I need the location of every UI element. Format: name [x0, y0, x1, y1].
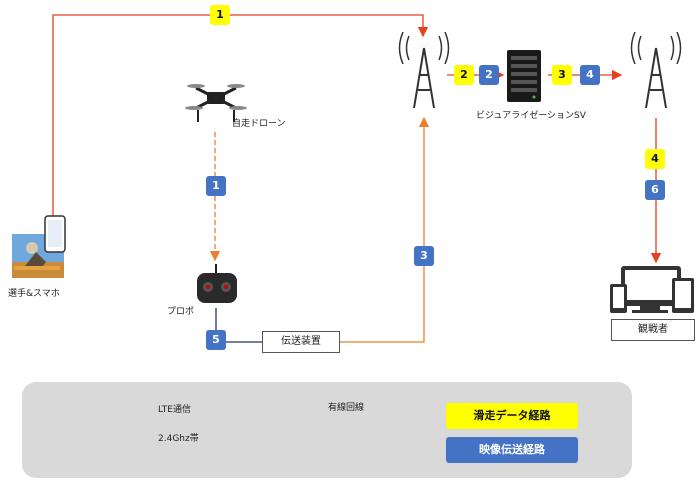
legend-video-route-badge: 映像伝送経路	[446, 437, 578, 463]
lte-route-transmitter-to-tower	[340, 116, 430, 343]
lte-route-player-to-tower	[52, 14, 429, 232]
legend-panel: LTE通信 有線回線 2.4Ghz帯 滑走データ経路 映像伝送経路	[22, 382, 632, 478]
viewers-box: 観戦者	[611, 319, 695, 341]
cell-tower-icon	[630, 31, 682, 109]
drone-icon	[185, 84, 247, 122]
video-route-step-badge: 1	[206, 176, 226, 196]
video-route-step-badge: 5	[206, 330, 226, 350]
video-route-step-badge: 3	[414, 246, 434, 266]
video-route-step-badge: 4	[580, 65, 600, 85]
cell-tower-icon	[398, 31, 450, 109]
legend-lte-label: LTE通信	[158, 405, 191, 415]
video-route-step-badge: 2	[479, 65, 499, 85]
video-route-step-badge: 6	[645, 180, 665, 200]
server-label: ビジュアライゼーションSV	[476, 111, 586, 121]
legend-wired-label: 有線回線	[328, 403, 365, 413]
viewer-devices-icon	[610, 266, 694, 313]
smartphone-icon	[44, 215, 66, 253]
data-route-step-badge: 3	[552, 65, 572, 85]
server-icon	[507, 50, 541, 102]
controller-label: プロポ	[167, 307, 195, 317]
transmitter-box: 伝送装置	[262, 331, 340, 353]
drone-label: 自走ドローン	[232, 119, 286, 129]
data-route-step-badge: 4	[645, 149, 665, 169]
data-route-step-badge: 1	[210, 5, 230, 25]
player-photo	[12, 234, 64, 278]
legend-data-route-badge: 滑走データ経路	[446, 403, 578, 429]
player-label: 選手&スマホ	[8, 289, 60, 299]
remote-controller-icon	[197, 264, 237, 303]
legend-ghz-label: 2.4Ghz帯	[158, 434, 199, 444]
data-route-step-badge: 2	[454, 65, 474, 85]
